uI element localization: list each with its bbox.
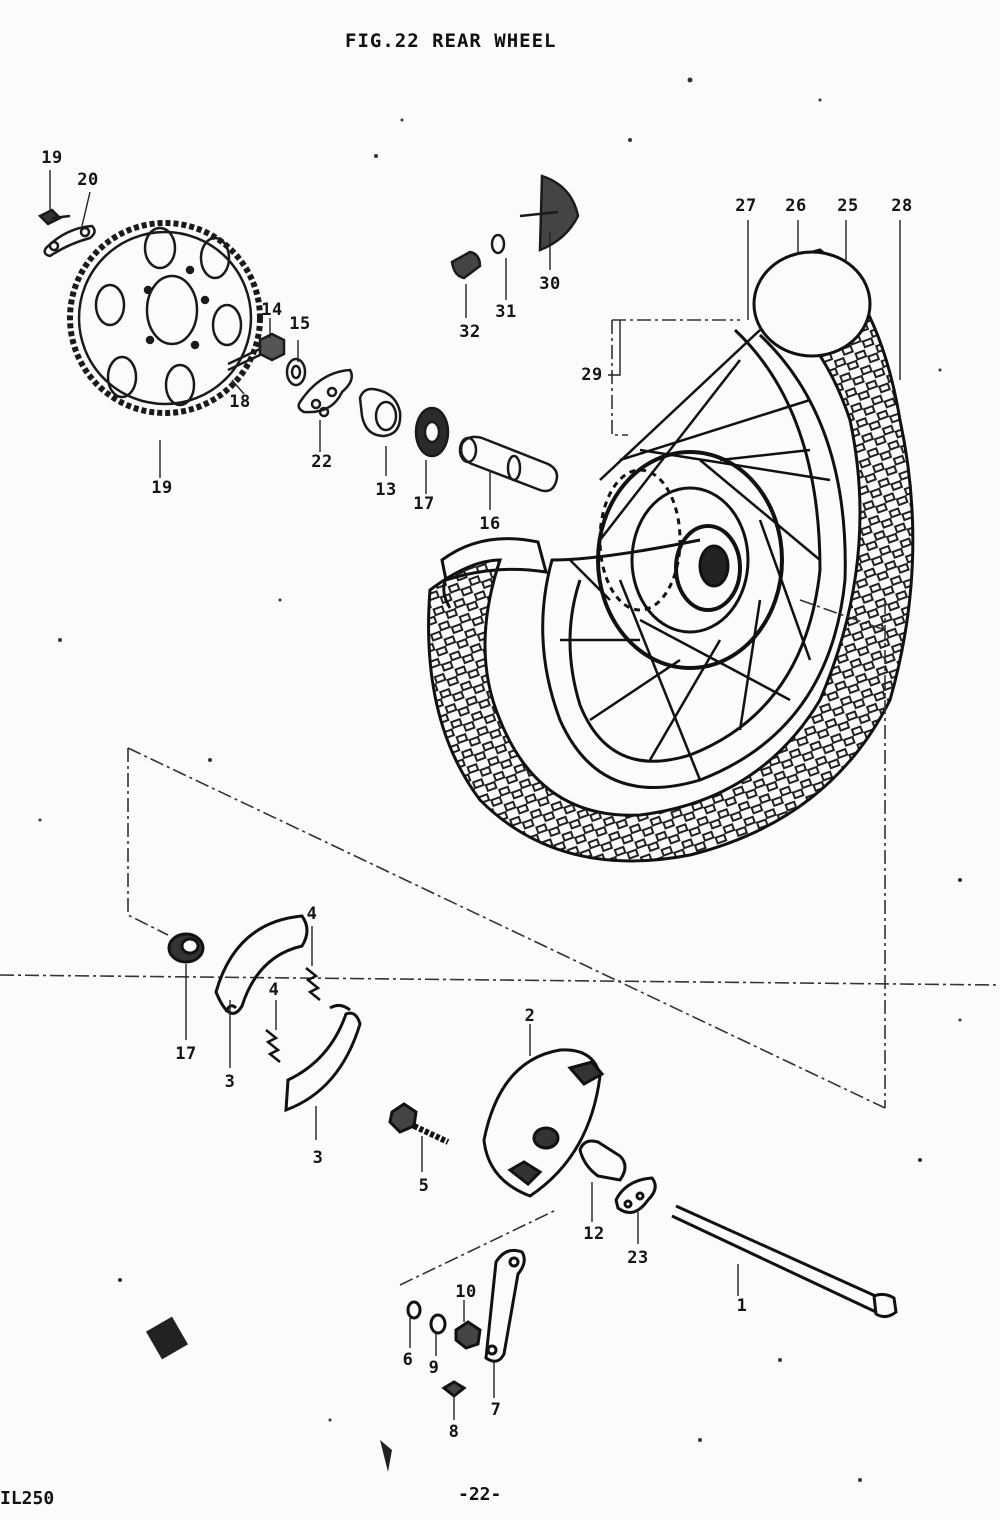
- figure-title: FIG.22 REAR WHEEL: [345, 30, 557, 52]
- callout-14: 14: [261, 300, 283, 320]
- speedometer-gear-parts: [450, 174, 580, 280]
- callout-20: 19: [151, 478, 173, 498]
- axle-and-spacers: [578, 1139, 898, 1319]
- callout-10: 10: [455, 1282, 477, 1302]
- hub-brake-drum-side: [440, 537, 549, 609]
- callout-25: 25: [837, 196, 859, 216]
- callout-26: 26: [785, 196, 807, 216]
- callout-5: 5: [418, 1176, 430, 1196]
- brake-panel: [482, 1048, 605, 1198]
- callout-32: 32: [459, 322, 481, 342]
- sprocket-bolt-and-lock-washer: [37, 208, 96, 258]
- callout-7: 7: [490, 1400, 502, 1420]
- callout-27: 27: [735, 196, 757, 216]
- callout-6: 6: [402, 1350, 414, 1370]
- callout-4-lower: 4: [268, 980, 280, 1000]
- assembly-reference-lines: [0, 319, 1000, 1286]
- callout-3-lower: 3: [312, 1148, 324, 1168]
- callout-31: 31: [495, 302, 517, 322]
- callout-4-upper: 4: [306, 904, 318, 924]
- callout-16: 16: [479, 514, 501, 534]
- sprocket-stud-nut-washer: [227, 332, 307, 387]
- brake-cam: [388, 1102, 450, 1145]
- callout-18: 17: [413, 494, 435, 514]
- brake-shoes-and-springs: [214, 914, 362, 1113]
- scan-noise: [38, 77, 962, 1482]
- callout-9: 9: [428, 1358, 440, 1378]
- rear-tire: [427, 248, 915, 863]
- callout-17: 17: [175, 1044, 197, 1064]
- callout-30: 30: [539, 274, 561, 294]
- callout-12: 12: [583, 1224, 605, 1244]
- callout-15: 15: [289, 314, 311, 334]
- callout-8: 8: [448, 1422, 460, 1442]
- callout-28: 28: [891, 196, 913, 216]
- callout-3-upper: 3: [224, 1072, 236, 1092]
- hub-bearing: [167, 932, 205, 964]
- callout-29: 29: [581, 365, 603, 385]
- callout-11: 1: [736, 1296, 748, 1316]
- callout-21: 19: [41, 148, 63, 168]
- callout-23: 23: [627, 1248, 649, 1268]
- model-code: IL250: [0, 1488, 55, 1509]
- rear-sprocket: [67, 220, 263, 416]
- brake-cam-lever-parts: [406, 1248, 526, 1398]
- callout-13: 13: [375, 480, 397, 500]
- sprocket-drum-parts: [297, 368, 559, 493]
- page-number: -22-: [458, 1484, 502, 1505]
- callout-19: 18: [229, 392, 251, 412]
- callout-24: 22: [311, 452, 333, 472]
- rear-wheel-rim-spokes-hub: [541, 328, 847, 789]
- callout-leader-lines: [49, 170, 901, 1420]
- callout-2: 2: [524, 1006, 536, 1026]
- callout-22: 20: [77, 170, 99, 190]
